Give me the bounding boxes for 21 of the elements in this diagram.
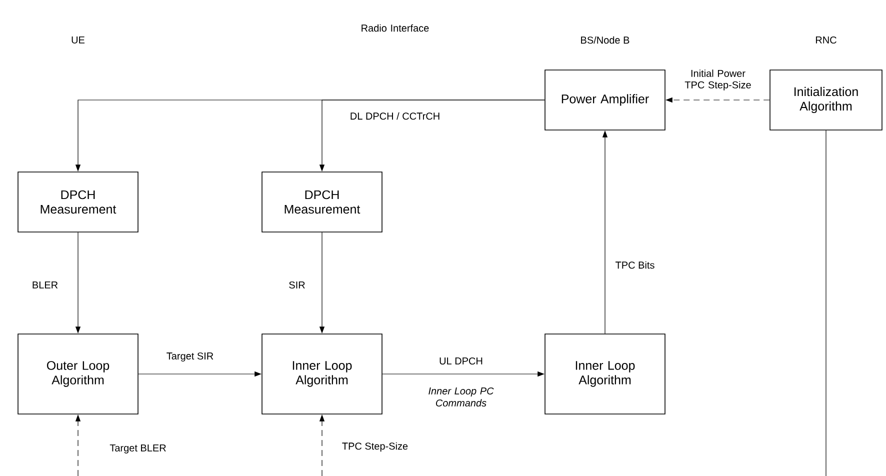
process-box: Inner Loop Algorithm bbox=[262, 334, 382, 414]
edge-label: DL DPCH / CCTrCH bbox=[348, 111, 442, 121]
process-box: Outer Loop Algorithm bbox=[18, 334, 138, 414]
edge-label: BLER bbox=[30, 280, 60, 290]
process-box: Power Amplifier bbox=[544, 70, 666, 130]
process-box: DPCH Measurement bbox=[18, 172, 138, 232]
edge-label: Initial Power TPC Step-Size bbox=[677, 68, 759, 92]
text-label: BS/Node B bbox=[581, 36, 630, 44]
edge-label: Target BLER bbox=[108, 444, 168, 454]
edge-label: Target SIR bbox=[165, 351, 215, 363]
text-label: Inner Loop PC Commands bbox=[428, 387, 494, 407]
edge-label: UL DPCH bbox=[438, 356, 484, 366]
edge-label: SIR bbox=[288, 280, 306, 290]
edge-label: TPC Bits bbox=[614, 260, 656, 270]
process-box: DPCH Measurement bbox=[262, 172, 382, 232]
process-box: Inner Loop Algorithm bbox=[544, 334, 666, 414]
text-label: RNC bbox=[816, 36, 836, 44]
text-label: UE bbox=[72, 36, 85, 44]
text-label: Radio Interface bbox=[362, 24, 429, 32]
process-box: Initialization Algorithm bbox=[770, 70, 882, 130]
edge-label: TPC Step-Size bbox=[340, 441, 410, 453]
